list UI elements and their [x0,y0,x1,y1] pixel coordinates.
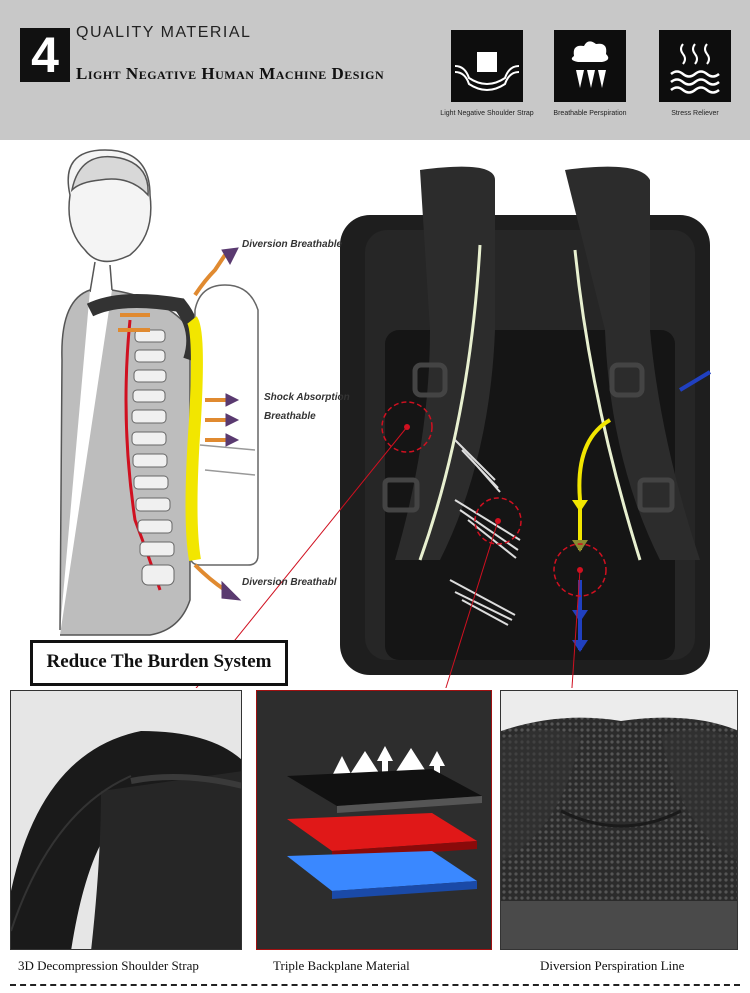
annotation-shock-absorption: Shock Absorption [264,392,350,403]
caption-backplane: Triple Backplane Material [273,958,410,973]
feature-label-shoulder-strap: Light Negative Shoulder Strap [440,110,534,117]
yellow-channel [185,316,203,562]
feature-label-stress-reliever: Stress Reliever [671,110,719,117]
burden-system-box [30,640,288,686]
annotation-diversion-bottom: Diversion Breathabl [242,577,337,588]
stress-reliever-icon [659,30,731,102]
airflow-arrows [118,247,242,601]
panel-backplane [256,690,492,950]
step-number-badge: 4 [20,28,70,82]
dashed-divider [10,984,740,986]
illustration-canvas [59,149,712,791]
backpack-photo [340,166,712,675]
breathable-icon [554,30,626,102]
burden-system-label: Reduce The Burden System [46,651,272,672]
header-title: QUALITY MATERIAL [76,24,252,41]
backpack-outline [189,284,259,566]
feature-label-breathable: Breathable Perspiration [553,110,627,117]
annotation-diversion-top: Diversion Breathable [242,239,343,250]
panel-perspiration-line [500,690,738,950]
spine-illustration [124,319,175,591]
caption-perspiration-line: Diversion Perspiration Line [540,958,685,973]
panel-shoulder-strap [10,690,242,950]
caption-shoulder-strap: 3D Decompression Shoulder Strap [18,958,199,973]
annotation-breathable: Breathable [264,411,316,422]
shoulder-strap-icon [451,30,523,102]
header-subtitle: Light Negative Human Machine Design [76,64,385,83]
illustration-area [0,140,750,791]
